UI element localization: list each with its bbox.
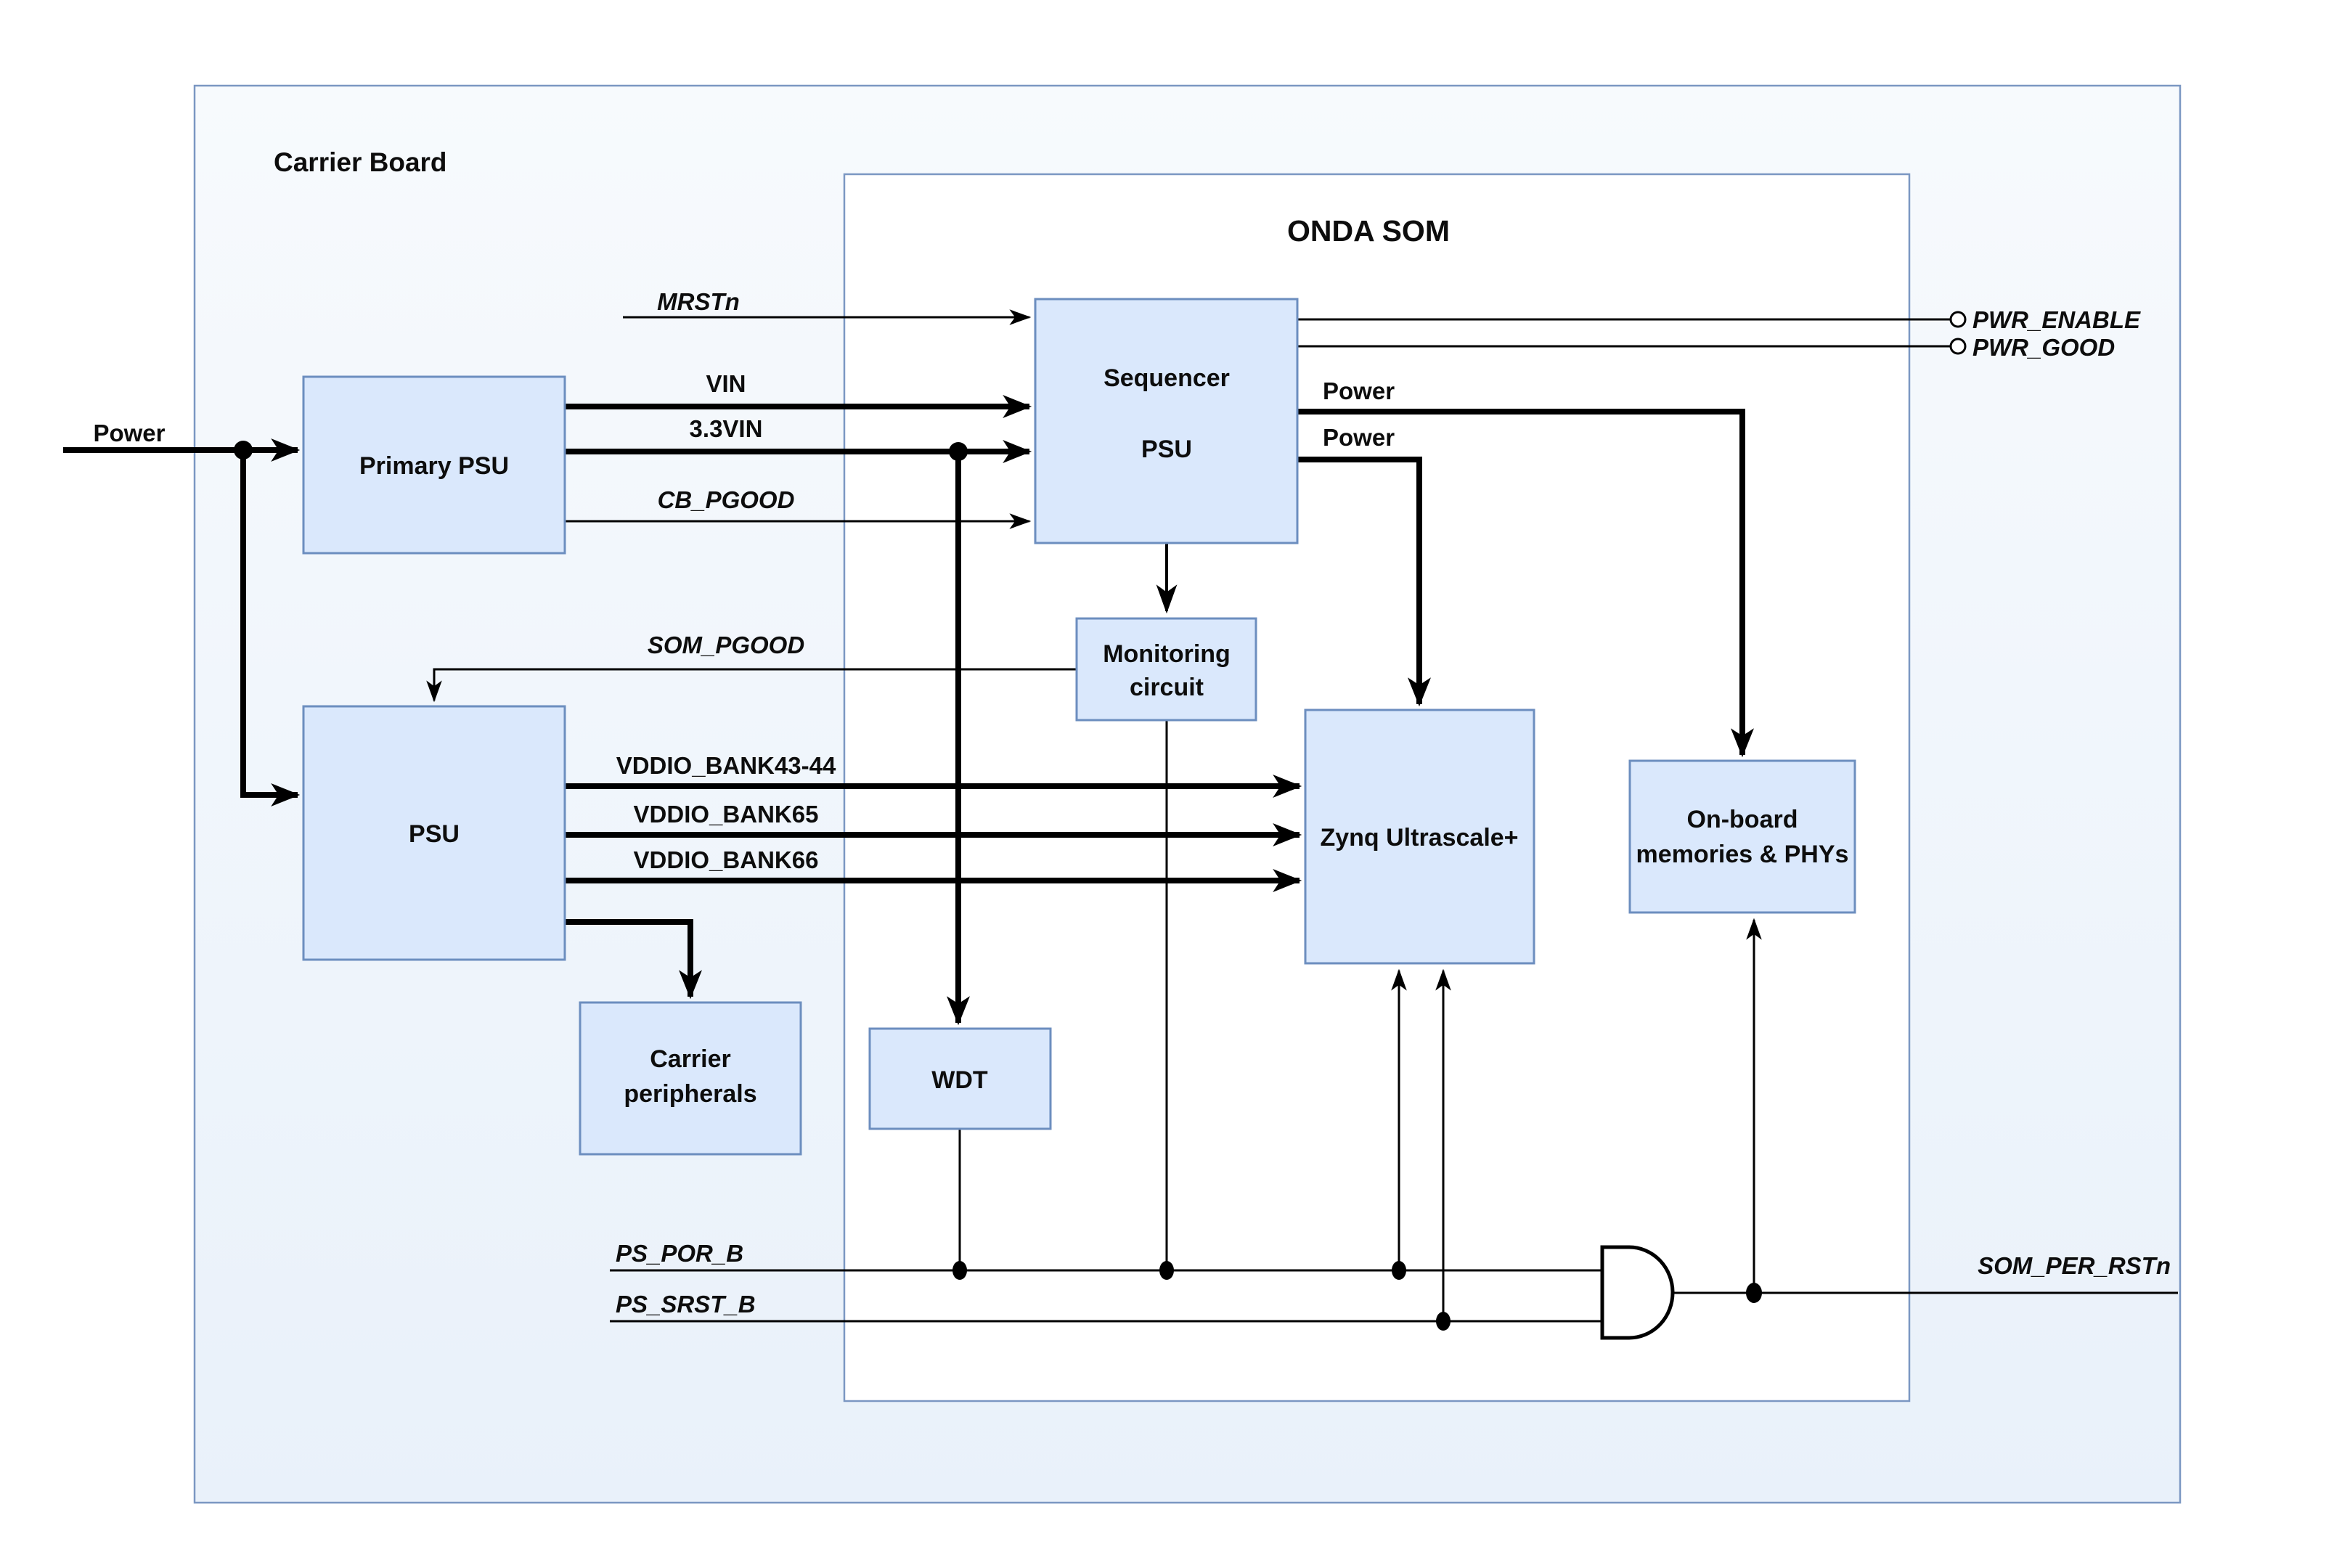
label-som-per-rstn: SOM_PER_RSTn bbox=[1978, 1252, 2171, 1279]
terminal-pwr-good bbox=[1949, 338, 1967, 355]
block-primary-psu bbox=[302, 375, 566, 555]
junction-wdt-por bbox=[952, 1261, 967, 1280]
block-onboard-line2: memories & PHYs bbox=[1636, 841, 1849, 868]
block-psu bbox=[302, 705, 566, 961]
blocks: Primary PSU PSU Carrier peripherals Sequ… bbox=[302, 298, 1856, 1156]
label-cb-pgood: CB_PGOOD bbox=[658, 486, 795, 513]
block-sequencer-line1: Sequencer bbox=[1103, 364, 1230, 392]
wires bbox=[63, 309, 2178, 1331]
block-carrier-peripherals bbox=[579, 1001, 802, 1156]
label-pwr-good: PWR_GOOD bbox=[1972, 334, 2115, 361]
block-primary-psu-label: Primary PSU bbox=[359, 452, 509, 480]
label-vddio-bank66: VDDIO_BANK66 bbox=[634, 846, 819, 873]
junction-rstn bbox=[1746, 1283, 1762, 1303]
junction-monitoring-por bbox=[1159, 1261, 1174, 1280]
wire-power-memories bbox=[1297, 409, 1754, 758]
label-vin: VIN bbox=[706, 370, 746, 397]
carrier-board-title: Carrier Board bbox=[274, 147, 447, 177]
junction-33vin bbox=[949, 442, 968, 461]
block-wdt-label: WDT bbox=[931, 1066, 988, 1094]
block-sequencer-psu bbox=[1034, 298, 1299, 544]
label-ps-srst-b: PS_SRST_B bbox=[616, 1291, 756, 1318]
label-ps-por-b: PS_POR_B bbox=[616, 1240, 743, 1267]
block-monitoring-circuit bbox=[1075, 617, 1257, 722]
block-zynq-label: Zynq Ultrascale+ bbox=[1320, 824, 1518, 852]
label-som-pgood: SOM_PGOOD bbox=[648, 632, 804, 658]
label-power-in: Power bbox=[93, 420, 165, 446]
wire-power-zynq bbox=[1297, 457, 1431, 707]
block-psu-label: PSU bbox=[409, 820, 460, 848]
junction-zynq-por bbox=[1392, 1261, 1406, 1280]
label-vddio-bank65: VDDIO_BANK65 bbox=[634, 801, 819, 828]
junction-zynq-srst bbox=[1436, 1312, 1451, 1331]
block-onboard-memories bbox=[1628, 759, 1856, 914]
block-carrier-peripherals-line2: peripherals bbox=[624, 1080, 756, 1108]
label-pwr-enable: PWR_ENABLE bbox=[1972, 306, 2141, 333]
block-carrier-peripherals-line1: Carrier bbox=[650, 1045, 731, 1073]
block-zynq bbox=[1304, 709, 1535, 965]
label-power-zynq: Power bbox=[1323, 424, 1395, 451]
block-monitoring-line1: Monitoring bbox=[1103, 640, 1231, 668]
wire-som-pgood bbox=[426, 668, 1077, 703]
and-gate bbox=[1600, 1245, 1675, 1340]
label-mrstn: MRSTn bbox=[657, 288, 740, 315]
onda-som-title: ONDA SOM bbox=[1287, 214, 1450, 248]
block-sequencer-line2: PSU bbox=[1141, 436, 1192, 463]
block-monitoring-line2: circuit bbox=[1130, 674, 1204, 701]
wire-power-branch-psu bbox=[240, 450, 301, 807]
wire-psu-peripherals bbox=[565, 919, 702, 1000]
terminal-pwr-enable bbox=[1949, 311, 1967, 328]
label-vddio-bank43-44: VDDIO_BANK43-44 bbox=[616, 752, 836, 779]
label-power-memories: Power bbox=[1323, 377, 1395, 404]
block-wdt bbox=[868, 1027, 1052, 1130]
signal-labels: Power MRSTn VIN 3.3VIN CB_PGOOD SOM_PGOO… bbox=[93, 288, 2171, 1318]
block-onboard-line1: On-board bbox=[1687, 806, 1798, 833]
junction-power bbox=[234, 441, 253, 460]
label-33vin: 3.3VIN bbox=[690, 415, 763, 442]
